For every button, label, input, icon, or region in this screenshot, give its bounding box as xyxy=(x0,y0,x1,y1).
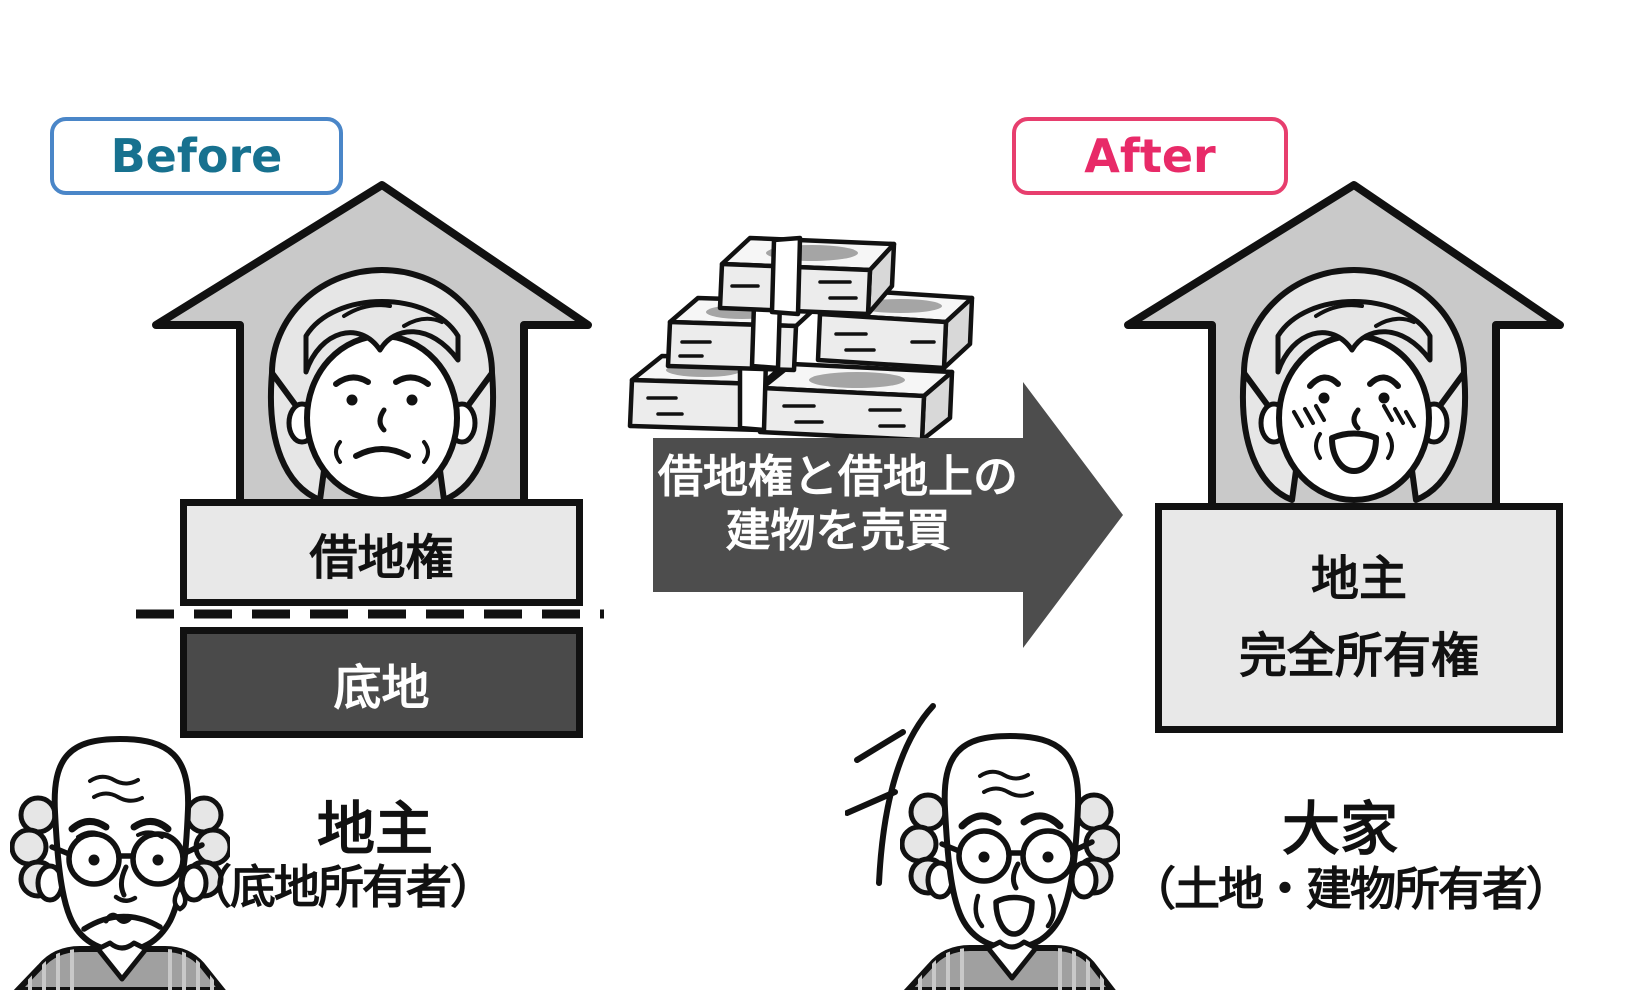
transaction-line1: 借地権と借地上の xyxy=(657,450,1018,503)
money-stack-icon xyxy=(627,235,975,443)
landowner-title: 地主 xyxy=(316,795,433,863)
landlord-title: 大家 xyxy=(1281,795,1398,863)
grandma-sad-icon xyxy=(268,267,496,503)
after-label: After xyxy=(1084,129,1216,183)
grandpa-sad-icon xyxy=(10,735,230,990)
landlord-subtitle: （土地・建物所有者） xyxy=(1130,862,1572,916)
before-badge: Before xyxy=(50,117,343,195)
ownership-line1: 地主 xyxy=(1310,551,1407,608)
grandpa-happy-icon xyxy=(900,732,1120,990)
emphasis-marks-icon xyxy=(845,703,936,886)
land-box: 底地 xyxy=(180,627,583,738)
after-badge: After xyxy=(1012,117,1288,195)
ownership-line2: 完全所有権 xyxy=(1238,628,1479,684)
leasehold-box: 借地権 xyxy=(180,499,583,606)
house-arrow-after-icon xyxy=(1124,181,1564,513)
house-arrow-before-icon xyxy=(152,181,592,513)
transaction-line2: 建物を売買 xyxy=(725,504,951,557)
before-label: Before xyxy=(110,129,283,183)
ownership-box: 地主 完全所有権 xyxy=(1155,503,1563,733)
grandma-happy-icon xyxy=(1240,267,1468,503)
landowner-subtitle: （底地所有者） xyxy=(186,860,496,914)
transaction-text: 借地権と借地上の 建物を売買 xyxy=(653,450,1023,558)
dashed-divider xyxy=(136,609,604,619)
leasehold-label: 借地権 xyxy=(309,529,454,586)
land-label: 底地 xyxy=(333,659,430,716)
transaction-arrow-icon xyxy=(653,382,1123,648)
